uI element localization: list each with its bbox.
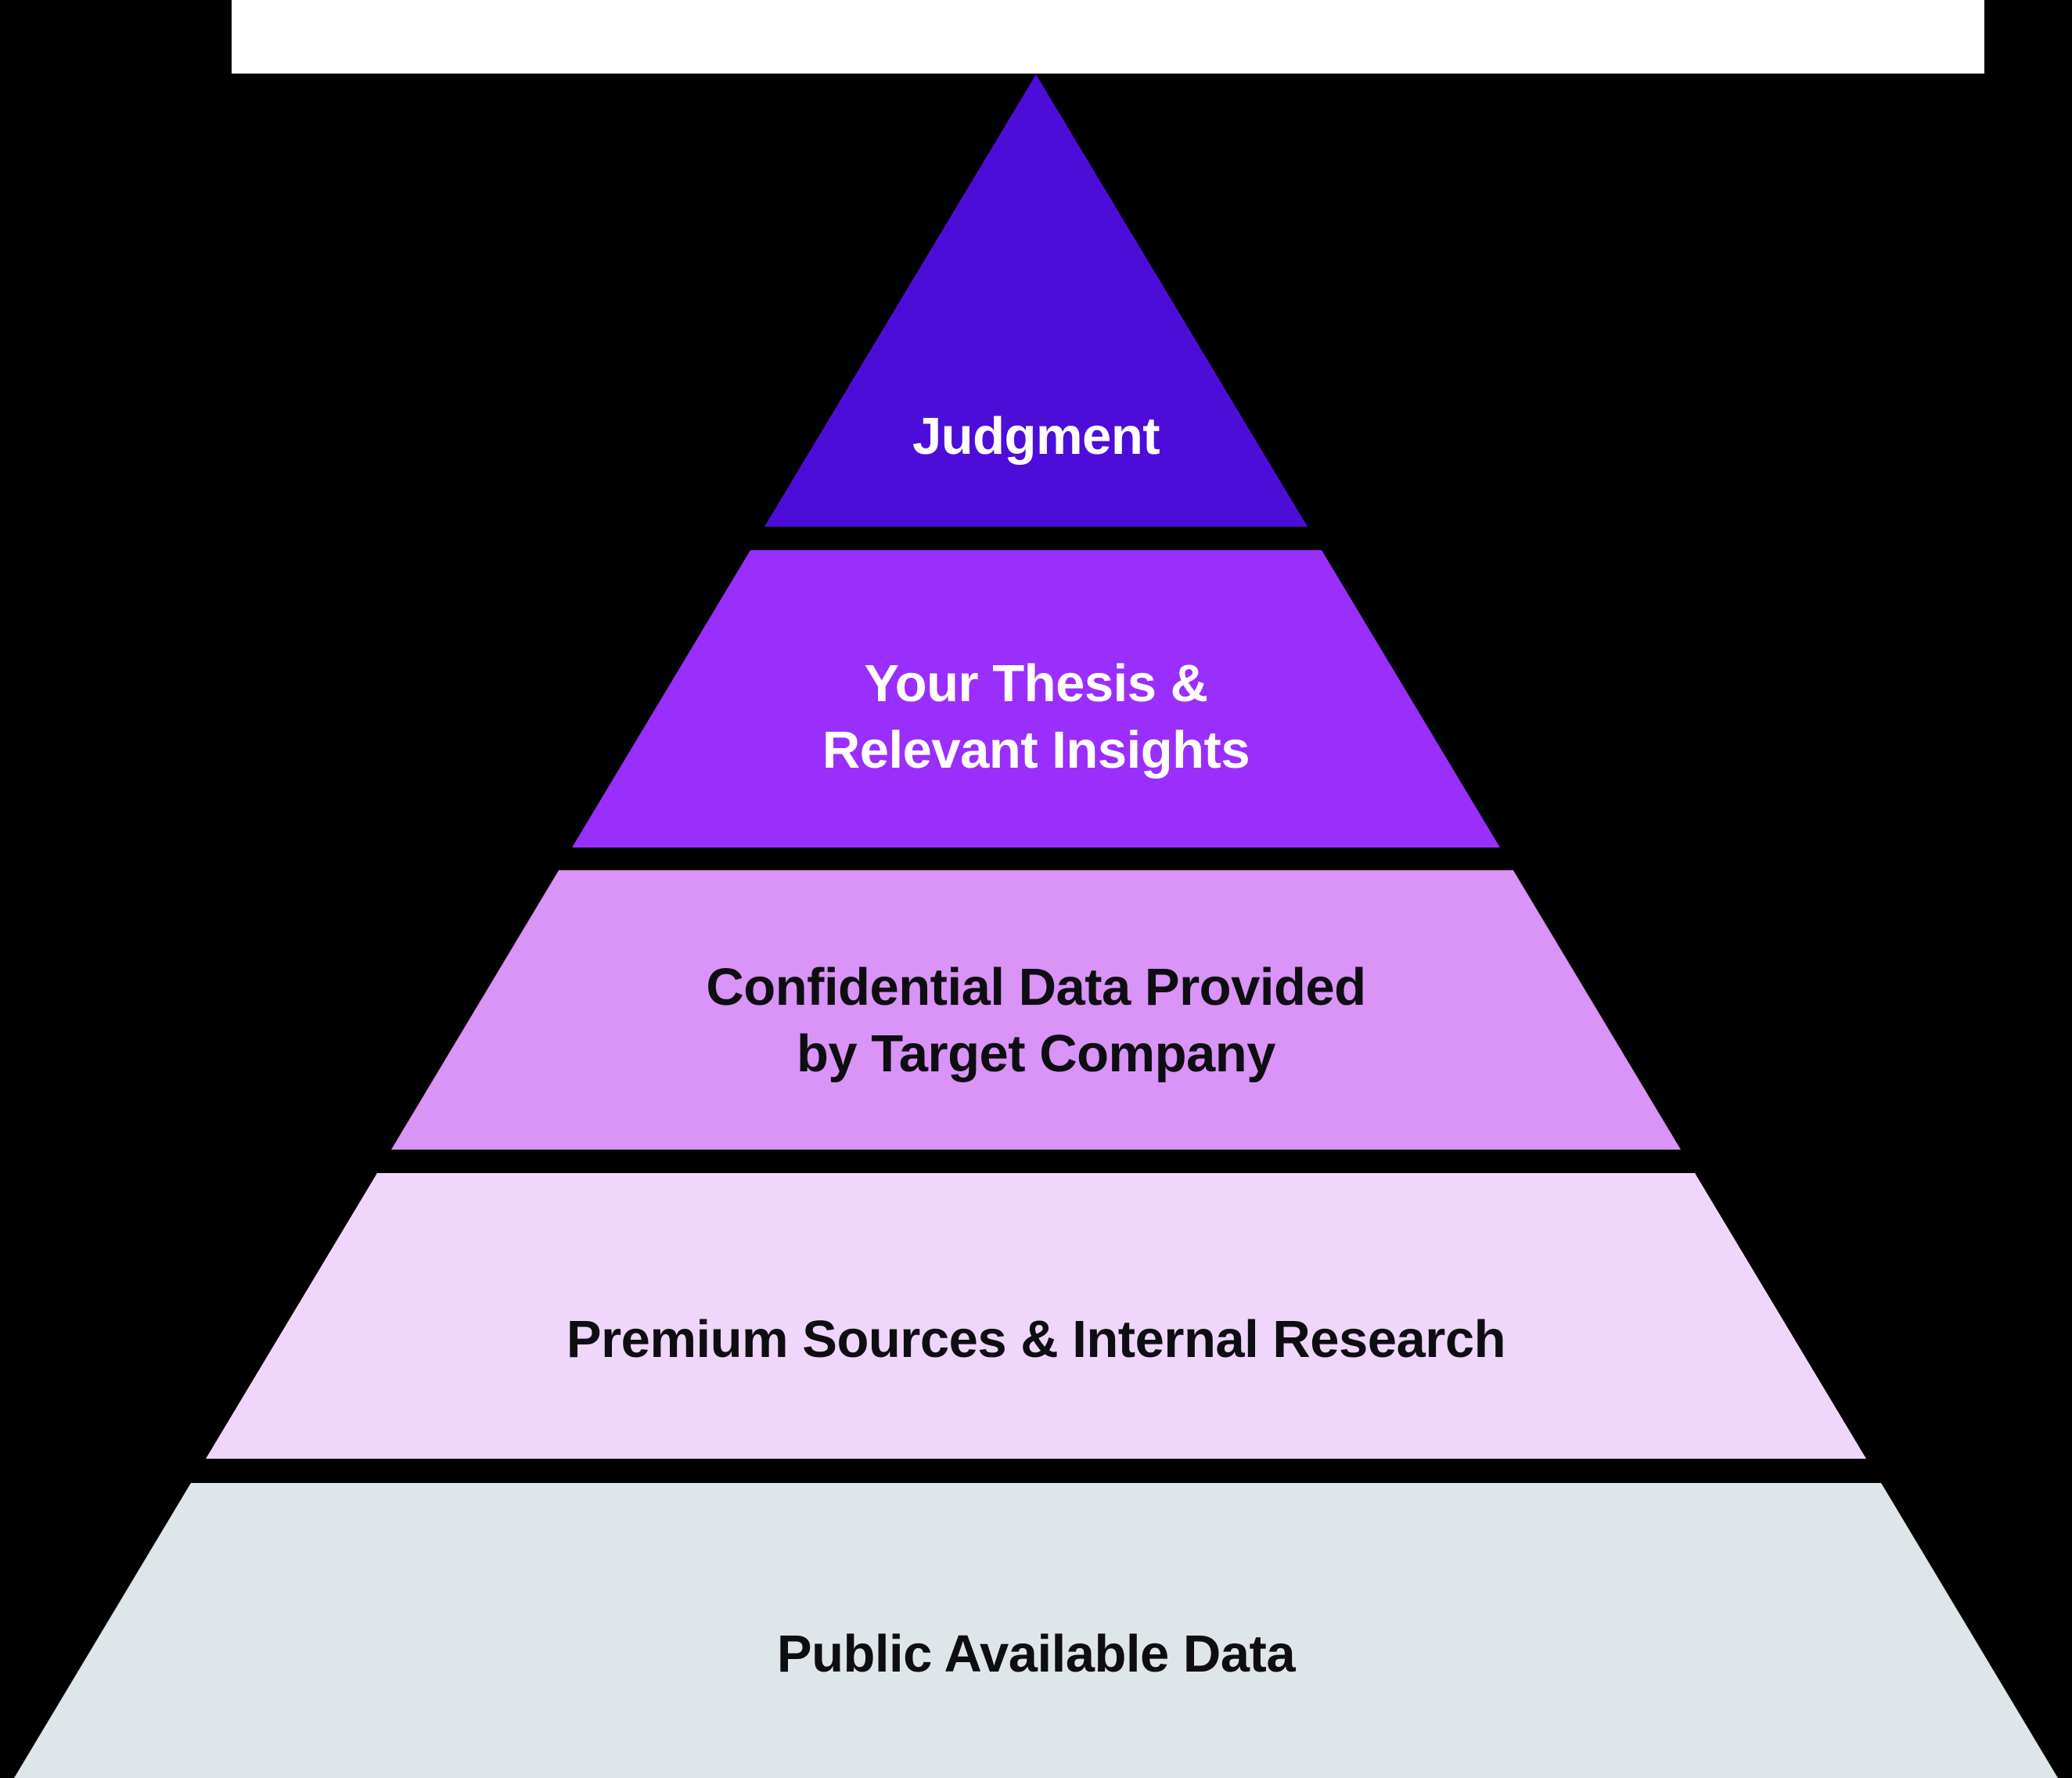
tier-premium-sources-line-1: Premium Sources & Internal Research — [566, 1310, 1506, 1369]
pyramid-tier-judgment: Judgment — [764, 74, 1308, 527]
tier-public-data-label: Public Available Data — [776, 1621, 1296, 1687]
pyramid-tier-premium-sources: Premium Sources & Internal Research — [206, 1173, 1866, 1459]
tier-public-data-line-1: Public Available Data — [776, 1625, 1296, 1683]
tier-thesis-insights-label: Your Thesis & Relevant Insights — [822, 650, 1250, 783]
tier-thesis-insights-line-1: Your Thesis & — [864, 654, 1208, 713]
tier-premium-sources-label: Premium Sources & Internal Research — [566, 1306, 1506, 1373]
tier-confidential-data-line-2: by Target Company — [797, 1024, 1275, 1083]
tier-judgment-label: Judgment — [912, 403, 1160, 470]
pyramid-tier-public-data: Public Available Data — [14, 1483, 2058, 1778]
top-white-bar — [232, 0, 1984, 74]
pyramid-tier-thesis-insights: Your Thesis & Relevant Insights — [572, 550, 1500, 848]
tier-confidential-data-label: Confidential Data Provided by Target Com… — [706, 954, 1366, 1087]
tier-confidential-data-line-1: Confidential Data Provided — [706, 957, 1366, 1017]
tier-judgment-line-1: Judgment — [912, 407, 1160, 466]
tier-thesis-insights-line-2: Relevant Insights — [822, 721, 1250, 779]
pyramid-tier-confidential-data: Confidential Data Provided by Target Com… — [391, 870, 1681, 1150]
